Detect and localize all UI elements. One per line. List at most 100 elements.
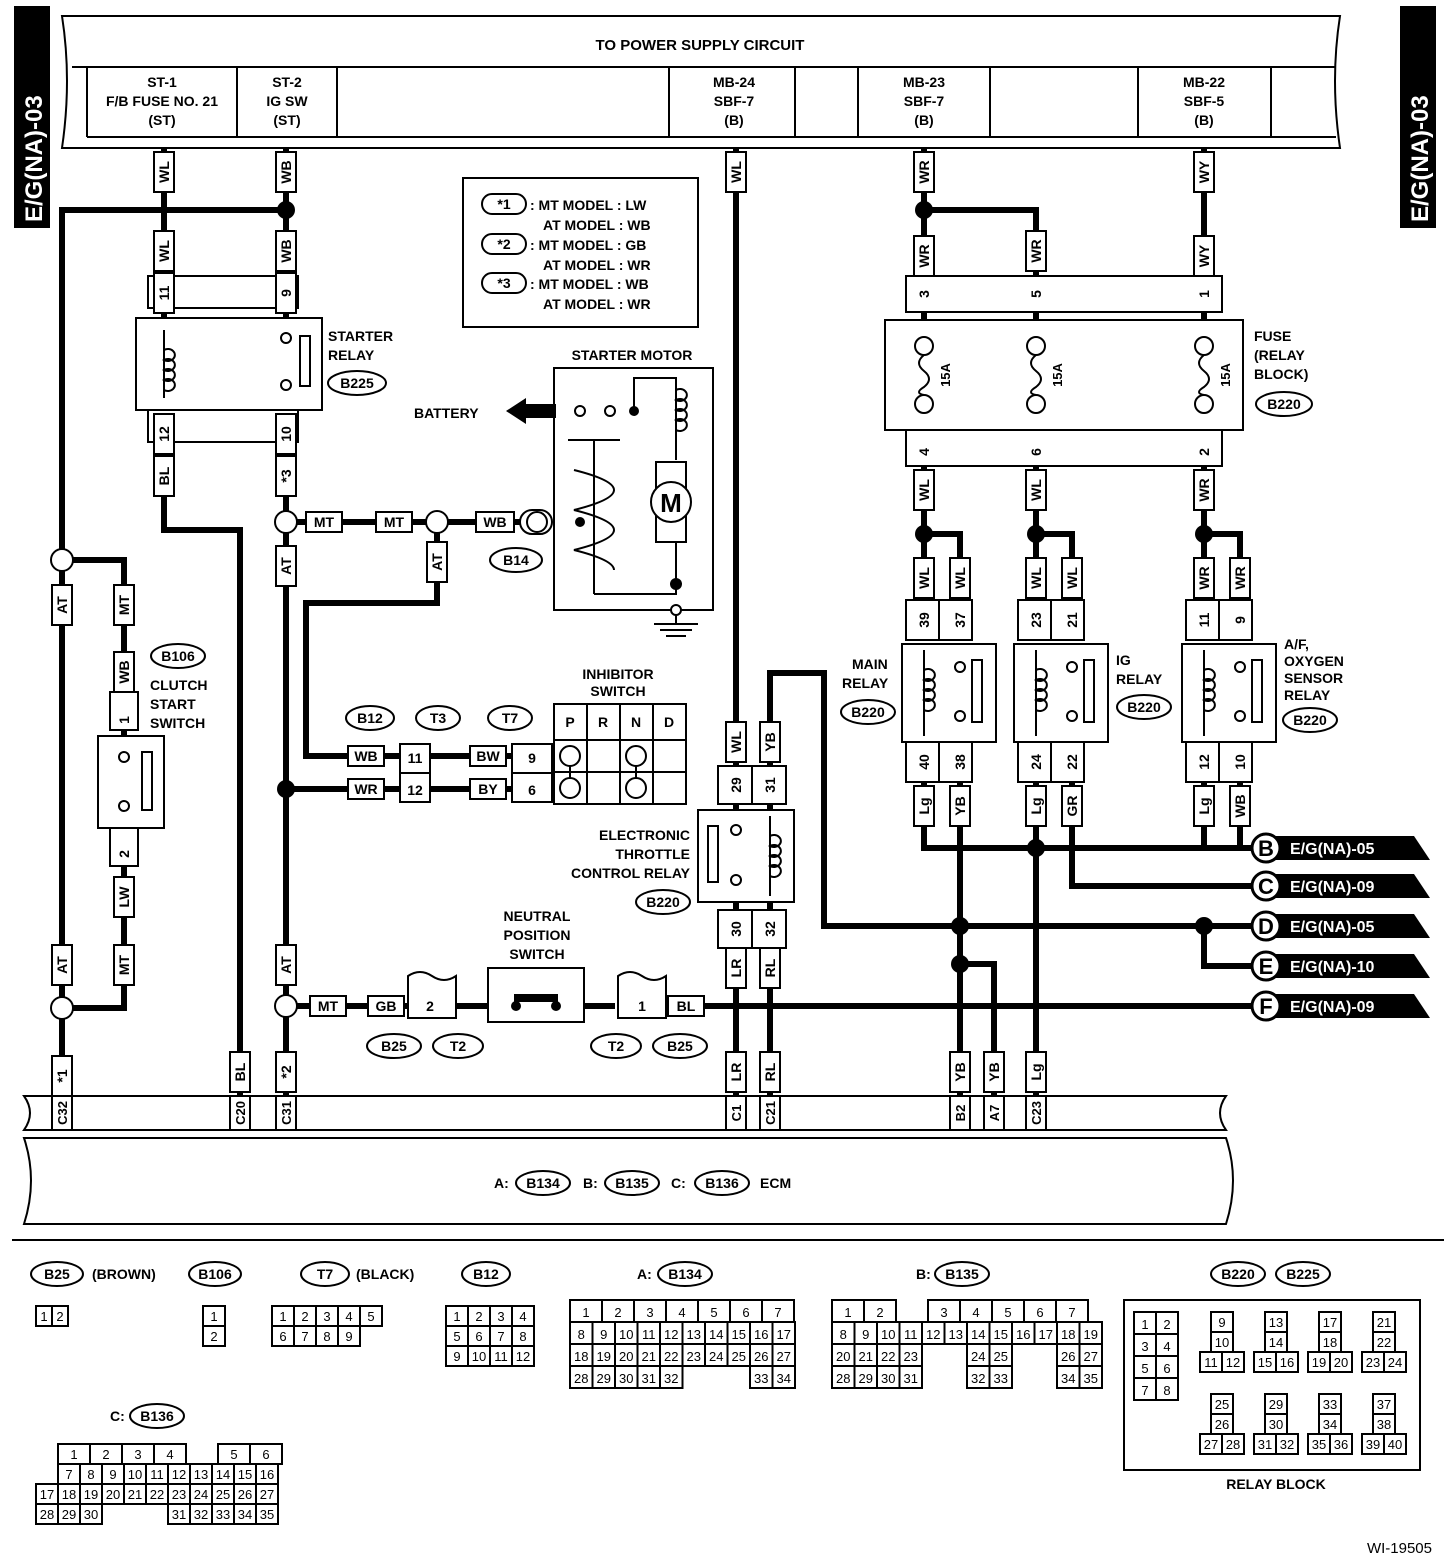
svg-text:39: 39 xyxy=(1366,1437,1380,1452)
svg-text:12: 12 xyxy=(407,782,423,798)
svg-text:WB: WB xyxy=(278,239,294,262)
svg-text:B136: B136 xyxy=(705,1175,739,1191)
svg-text:AT MODEL : WR: AT MODEL : WR xyxy=(543,296,651,312)
svg-text:B25: B25 xyxy=(44,1266,70,1282)
svg-text:3: 3 xyxy=(916,290,932,298)
ecm-term-c32: C32 xyxy=(51,1095,73,1131)
svg-text:Lg: Lg xyxy=(1028,797,1044,814)
power-cell-mb22: MB-22 SBF-5 (B) xyxy=(1183,74,1225,128)
wire-tag-bl: BL xyxy=(667,995,705,1017)
svg-text:33: 33 xyxy=(754,1371,768,1386)
etc-relay: 29 31 30 32 ELECTRONIC THROTTLE CONTROL … xyxy=(571,765,795,949)
svg-text:24: 24 xyxy=(971,1349,985,1364)
svg-text:T7: T7 xyxy=(317,1266,334,1282)
svg-text:22: 22 xyxy=(664,1349,678,1364)
starter-relay-label-2: RELAY xyxy=(328,347,375,363)
svg-text:8: 8 xyxy=(323,1329,330,1344)
wire-tag-mt: MT xyxy=(113,944,135,986)
wire-tag-wl: WL xyxy=(913,469,935,511)
svg-text:E/G(NA)-05: E/G(NA)-05 xyxy=(1290,841,1375,858)
svg-text:13: 13 xyxy=(949,1327,963,1342)
svg-text:4: 4 xyxy=(1163,1339,1170,1354)
svg-text:MB-23: MB-23 xyxy=(903,74,945,90)
ecm-term-c1: C1 xyxy=(725,1095,747,1131)
svg-text:28: 28 xyxy=(40,1507,54,1522)
svg-text:GB: GB xyxy=(376,998,397,1014)
svg-text:25: 25 xyxy=(1215,1397,1229,1412)
wire-tag-yb: YB xyxy=(759,721,781,763)
svg-text:6: 6 xyxy=(279,1329,286,1344)
svg-text:13: 13 xyxy=(194,1467,208,1482)
svg-text:26: 26 xyxy=(754,1349,768,1364)
svg-text:B220: B220 xyxy=(851,704,885,720)
svg-text:20: 20 xyxy=(106,1487,120,1502)
ig-relay: 23 21 24 22 IG RELAY B220 xyxy=(1013,599,1172,783)
svg-text:26: 26 xyxy=(238,1487,252,1502)
svg-text:26: 26 xyxy=(1215,1417,1229,1432)
svg-text:38: 38 xyxy=(952,754,968,770)
power-supply-bar: TO POWER SUPPLY CIRCUIT ST-1 F/B FUSE NO… xyxy=(60,15,1342,149)
svg-text:ST-2: ST-2 xyxy=(272,74,302,90)
wire-tag-wr: WR xyxy=(1229,557,1251,599)
svg-text:IG: IG xyxy=(1116,652,1131,668)
svg-text:GR: GR xyxy=(1064,796,1080,817)
svg-text:*3: *3 xyxy=(497,275,510,291)
svg-text:1: 1 xyxy=(210,1309,217,1324)
svg-text:(BLACK): (BLACK) xyxy=(356,1266,414,1282)
svg-text:22: 22 xyxy=(881,1349,895,1364)
wire-tag-wl: WL xyxy=(1025,557,1047,599)
svg-text:23: 23 xyxy=(1366,1355,1380,1370)
svg-text:11: 11 xyxy=(1204,1355,1218,1370)
svg-text:D: D xyxy=(1258,914,1274,939)
wire-tag-s1: *1 xyxy=(51,1055,73,1097)
svg-text:14: 14 xyxy=(709,1327,723,1342)
svg-text:ST-1: ST-1 xyxy=(147,74,177,90)
svg-text:B220: B220 xyxy=(1127,699,1161,715)
svg-text:17: 17 xyxy=(40,1487,54,1502)
svg-text:E/G(NA)-09: E/G(NA)-09 xyxy=(1290,879,1375,896)
svg-text:10: 10 xyxy=(1232,754,1248,770)
svg-text:: MT MODEL : LW: : MT MODEL : LW xyxy=(530,197,647,213)
svg-text:17: 17 xyxy=(777,1327,791,1342)
note-2: *2 : MT MODEL : GB AT MODEL : WR xyxy=(481,233,651,273)
wire-tag-at: AT xyxy=(275,545,297,587)
svg-text:36: 36 xyxy=(1334,1437,1348,1452)
inhibitor-switch: INHIBITOR SWITCH P R N D 11 12 9 6 B12 T… xyxy=(345,666,687,805)
wire-tag-wl: WL xyxy=(1025,469,1047,511)
svg-text:B2: B2 xyxy=(953,1105,968,1122)
svg-text:WR: WR xyxy=(1028,239,1044,262)
wire-tag-lg: Lg xyxy=(913,785,935,827)
svg-text:30: 30 xyxy=(619,1371,633,1386)
left-page-tab xyxy=(14,6,50,228)
wire-tag-wr: WR xyxy=(1025,230,1047,272)
svg-text:3: 3 xyxy=(646,1305,653,1320)
svg-text:B:: B: xyxy=(583,1175,598,1191)
wire-tag-mt: MT xyxy=(305,511,343,533)
svg-text:15: 15 xyxy=(1258,1355,1272,1370)
svg-text:23: 23 xyxy=(687,1349,701,1364)
starter-motor-label: STARTER MOTOR xyxy=(572,347,693,363)
svg-text:2: 2 xyxy=(301,1309,308,1324)
svg-text:B12: B12 xyxy=(473,1266,499,1282)
wire-tag-lr: LR xyxy=(725,947,747,989)
svg-text:WR: WR xyxy=(1196,478,1212,501)
ground-icon xyxy=(654,623,698,637)
svg-text:16: 16 xyxy=(260,1467,274,1482)
svg-text:5: 5 xyxy=(710,1305,717,1320)
svg-text:YB: YB xyxy=(952,1062,968,1081)
svg-text:YB: YB xyxy=(952,796,968,815)
svg-text:12: 12 xyxy=(1196,754,1212,770)
svg-text:NEUTRAL: NEUTRAL xyxy=(504,908,571,924)
svg-text:10: 10 xyxy=(472,1349,486,1364)
svg-text:YB: YB xyxy=(762,732,778,751)
svg-text:4: 4 xyxy=(519,1309,526,1324)
wire-tag-bw: BW xyxy=(469,745,507,767)
svg-text:31: 31 xyxy=(1258,1437,1272,1452)
wire-tag-at: AT xyxy=(426,541,448,583)
